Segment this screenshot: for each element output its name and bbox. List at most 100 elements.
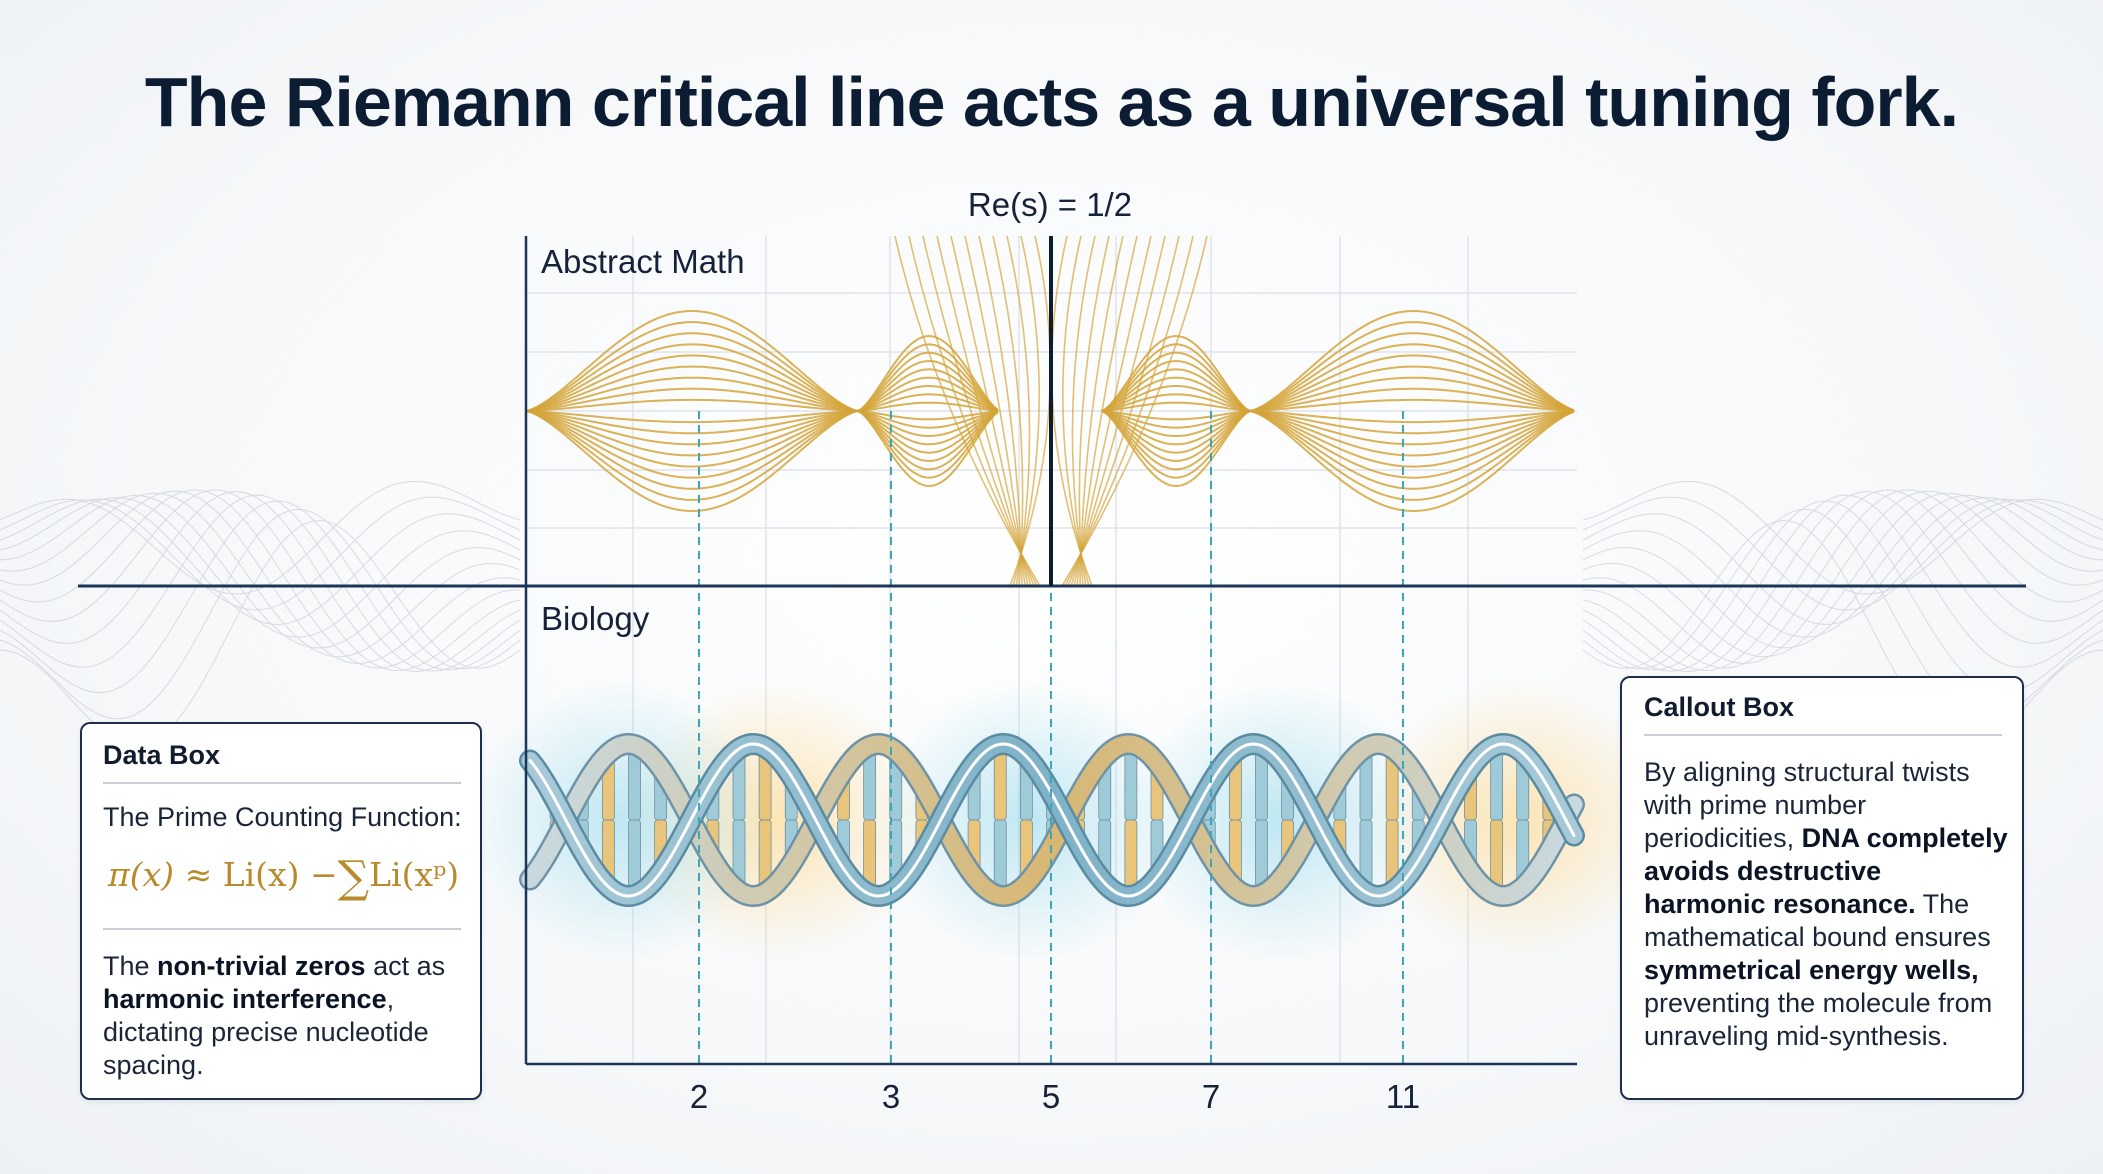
wave-curve (525, 365, 859, 412)
fan-line (908, 235, 1038, 587)
prime-guide-lines (698, 411, 1404, 1064)
wave-curve (857, 410, 999, 471)
mesh-line (1582, 492, 2103, 658)
mesh-line (1582, 491, 2103, 673)
wave-curve (1101, 410, 1251, 462)
wave-curve (857, 384, 999, 412)
wave-curve (1249, 376, 1575, 412)
fan-line (1012, 235, 1040, 587)
callout-box: Callout Box By aligning structural twist… (1620, 676, 2024, 1100)
wave-curve (857, 410, 999, 463)
mesh-line (1582, 498, 2103, 625)
wave-curve (857, 334, 999, 412)
formula-lhs: π(x) (108, 855, 175, 894)
wave-curve (1249, 321, 1575, 412)
fan-line (1071, 235, 1096, 587)
mesh-line (1582, 496, 2103, 611)
wave-curve (1101, 376, 1251, 412)
harmonic-waveforms (525, 235, 1575, 587)
mesh-line (0, 491, 521, 673)
formula-term1: Li(x) (222, 855, 300, 894)
wave-curve (1249, 410, 1575, 490)
fan-line (1078, 235, 1110, 587)
mesh-line (0, 500, 521, 694)
wave-curve (857, 368, 999, 412)
mesh-line (1582, 494, 2103, 649)
wave-curve (1249, 410, 1575, 501)
fan-line (1070, 235, 1166, 587)
mesh-line (1582, 489, 2103, 669)
wave-curve (525, 410, 859, 457)
text-span: , dictating precise nucleotide spacing. (103, 984, 429, 1080)
x-tick-label: 11 (1385, 1078, 1421, 1115)
decorative-wave-mesh-left (0, 480, 521, 747)
text-bold: non-trivial zeros (157, 951, 366, 981)
text-bold: DNA completely avoids destructive harmon… (1644, 823, 2008, 919)
callout-box-text: By aligning structural twists with prime… (1644, 756, 2010, 1053)
fan-line (936, 235, 1032, 587)
mesh-line (1582, 489, 2103, 672)
mesh-line (0, 490, 521, 665)
fan-line (894, 235, 1041, 587)
wave-curve (525, 343, 859, 412)
wave-curve (1101, 410, 1251, 421)
divider (103, 782, 461, 784)
fan-line (992, 235, 1024, 587)
wave-curve (1101, 410, 1251, 471)
fan-line (1073, 235, 1152, 587)
wave-curve (525, 321, 859, 412)
wave-curve (1101, 335, 1251, 412)
wave-curve (1249, 410, 1575, 513)
data-box-title: Data Box (103, 740, 221, 770)
wave-curve (857, 393, 999, 412)
wave-curve (525, 410, 859, 424)
fan-line (1079, 235, 1124, 587)
text-span: The mathematical bound ensures (1644, 889, 1991, 952)
fan-line (1067, 235, 1180, 587)
text-span: preventing the molecule from unraveling … (1644, 988, 1993, 1051)
data-box: Data Box The Prime Counting Function: π(… (80, 722, 482, 1100)
mesh-line (1582, 497, 2103, 638)
mesh-line (0, 498, 521, 625)
mesh-line (0, 496, 521, 611)
mesh-line (0, 494, 521, 672)
mesh-line (0, 492, 521, 658)
prime-counting-formula: π(x) ≈ Li(x) −∑Li(xᵖ) (108, 852, 459, 903)
wave-curve (1101, 368, 1251, 412)
panel-label-biology: Biology (541, 600, 650, 637)
wave-curve (525, 410, 859, 446)
mesh-line (0, 494, 521, 649)
mesh-line (0, 497, 521, 638)
fan-line (1076, 235, 1138, 587)
fan-line (1061, 235, 1208, 587)
wave-curve (525, 410, 859, 501)
mesh-line (0, 519, 521, 747)
mesh-line (0, 489, 521, 672)
wave-curve (857, 401, 999, 412)
wave-curve (525, 387, 859, 412)
fan-line (922, 235, 1035, 587)
wave-curve (1249, 354, 1575, 412)
wave-curve (857, 410, 999, 429)
wave-curve (525, 410, 859, 490)
data-box-text: The non-trivial zeros act as harmonic in… (103, 950, 468, 1082)
wave-curve (857, 410, 999, 421)
mesh-line (1582, 494, 2103, 672)
mesh-line (0, 489, 521, 669)
wave-curve (525, 332, 859, 412)
wave-curve (525, 410, 859, 479)
text-span: By aligning structural twists with prime… (1644, 757, 1970, 853)
wave-curve (1249, 410, 1575, 424)
wave-curve (1249, 332, 1575, 412)
critical-line-label: Re(s) = 1/2 (967, 186, 1133, 223)
fan-line (964, 235, 1026, 587)
wave-curve (857, 343, 999, 412)
wave-curve (1101, 410, 1251, 479)
text-bold: symmetrical energy wells, (1644, 955, 1979, 985)
glow (470, 680, 770, 960)
x-tick-label: 2 (689, 1078, 709, 1115)
wave-curve (1249, 365, 1575, 412)
wave-curve (1249, 410, 1575, 435)
page-title: The Riemann critical line acts as a univ… (144, 63, 1959, 141)
